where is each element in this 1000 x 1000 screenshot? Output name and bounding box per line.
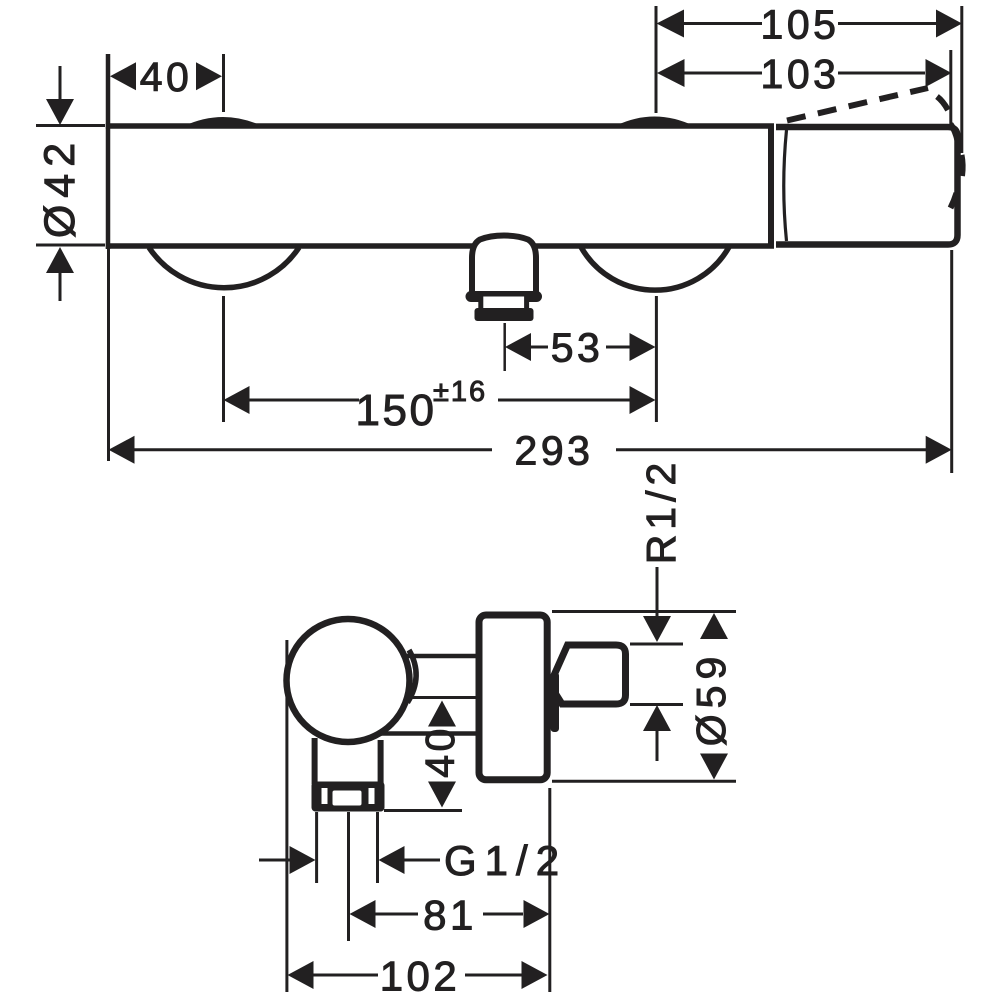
svg-text:Ø42: Ø42 <box>36 136 84 238</box>
svg-text:53: 53 <box>551 325 604 371</box>
svg-text:Ø59: Ø59 <box>688 651 734 747</box>
svg-text:40: 40 <box>140 54 193 100</box>
svg-text:102: 102 <box>380 953 461 1000</box>
svg-text:150: 150 <box>356 386 437 435</box>
svg-text:R1/2: R1/2 <box>638 458 684 565</box>
svg-text:81: 81 <box>423 892 477 939</box>
svg-text:G1/2: G1/2 <box>444 837 567 884</box>
svg-text:103: 103 <box>761 51 840 97</box>
svg-text:40: 40 <box>417 725 463 778</box>
svg-text:±16: ±16 <box>433 376 487 408</box>
svg-text:293: 293 <box>515 428 594 474</box>
svg-text:105: 105 <box>761 2 840 48</box>
